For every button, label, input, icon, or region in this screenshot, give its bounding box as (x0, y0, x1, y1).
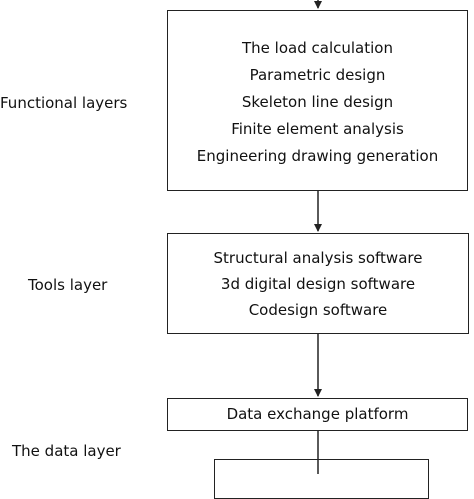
tools-item-structural-analysis: Structural analysis software (213, 248, 423, 267)
functional-item-skeleton-line-design: Skeleton line design (241, 93, 394, 111)
tools-layer-label: Tools layer (28, 276, 108, 294)
data-exchange-platform-label: Data exchange platform (226, 405, 409, 423)
functional-item-finite-element-analysis: Finite element analysis (231, 120, 404, 138)
functional-item-parametric-design: Parametric design (249, 66, 386, 84)
bottom-connector-overlay (317, 459, 319, 474)
functional-item-load-calculation: The load calculation (242, 39, 393, 57)
functional-item-engineering-drawing: Engineering drawing generation (196, 147, 439, 165)
tools-item-3d-digital-design: 3d digital design software (220, 274, 416, 293)
tools-layer-box: Structural analysis software 3d digital … (167, 233, 469, 334)
data-exchange-platform-box: Data exchange platform (167, 398, 468, 431)
data-layer-label: The data layer (12, 442, 121, 460)
functional-layer-box: The load calculation Parametric design S… (167, 10, 468, 191)
tools-item-codesign: Codesign software (248, 300, 388, 319)
functional-layers-label: Functional layers (0, 94, 128, 112)
